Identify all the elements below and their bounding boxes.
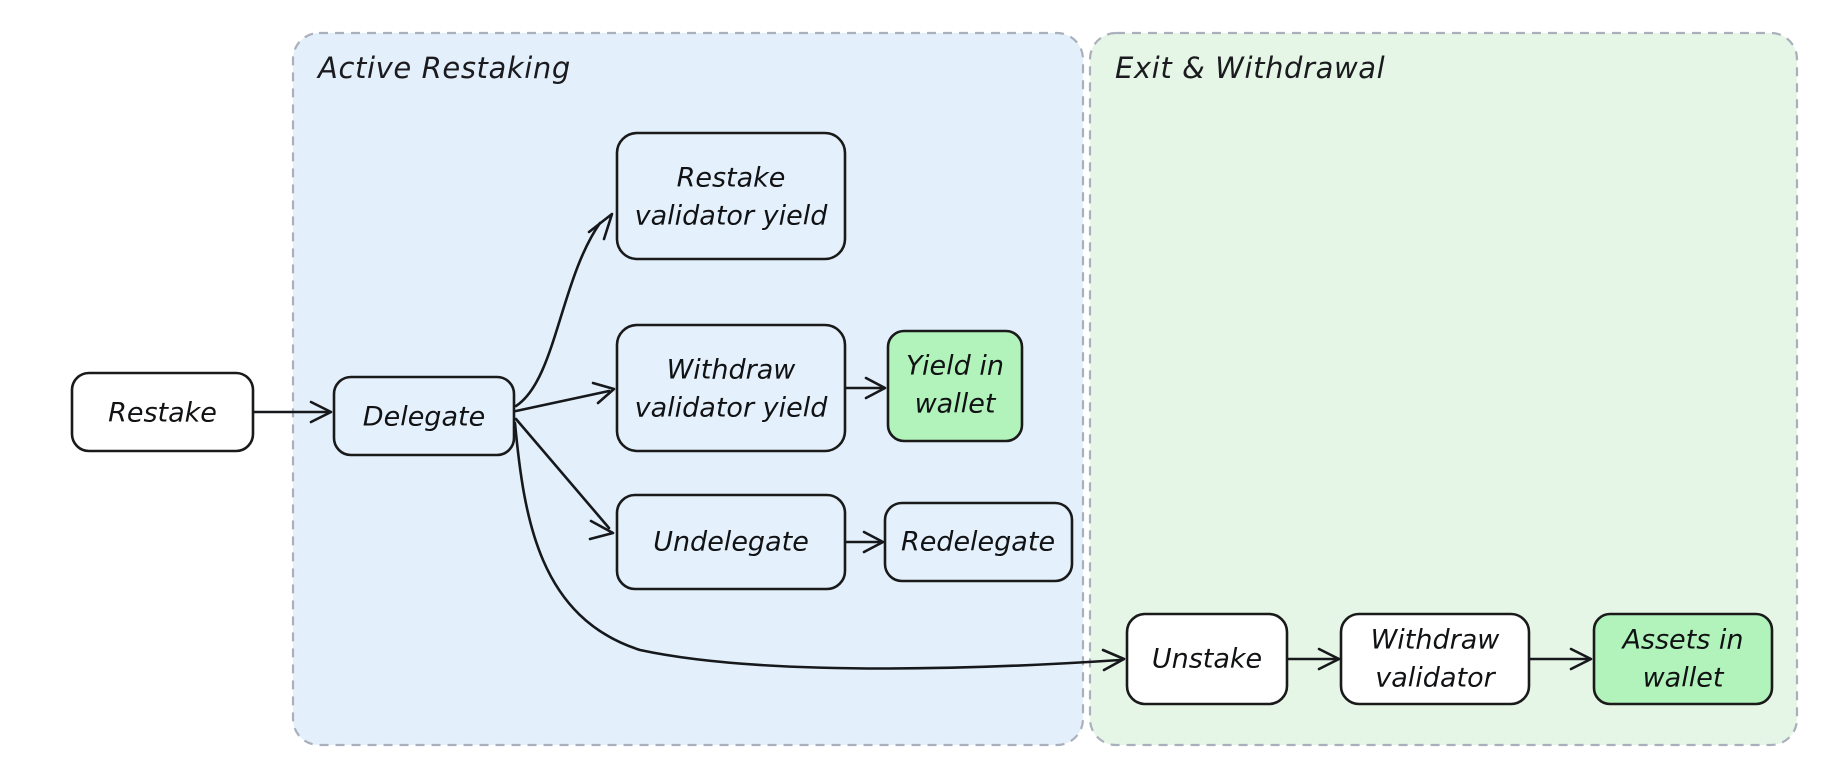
node-yield-in-wallet-label-line1: Yield in bbox=[906, 351, 1004, 382]
node-redelegate-rect[interactable] bbox=[883, 501, 1074, 583]
edge-delegate-to-undelegate-arrowhead bbox=[588, 519, 615, 541]
edge-restake-to-delegate-arrowhead bbox=[309, 400, 333, 424]
node-delegate-rect[interactable] bbox=[332, 375, 516, 457]
edge-withdraw-yield-to-yield-wallet bbox=[843, 376, 887, 400]
node-restake-rect[interactable] bbox=[70, 371, 255, 453]
node-undelegate[interactable]: Undelegate bbox=[615, 493, 847, 591]
node-restake-validator-yield-rect[interactable] bbox=[615, 131, 847, 261]
edge-delegate-to-undelegate-path bbox=[514, 417, 611, 530]
node-assets-in-wallet-label-line1: Assets in bbox=[1620, 625, 1743, 656]
node-withdraw-validator-label-line2: validator bbox=[1375, 663, 1496, 694]
edge-delegate-to-restake-yield-arrowhead bbox=[587, 212, 614, 241]
node-redelegate[interactable]: Redelegate bbox=[883, 501, 1074, 583]
edge-delegate-to-restake-yield bbox=[514, 212, 614, 408]
edge-layer bbox=[251, 212, 1593, 672]
node-withdraw-validator[interactable]: Withdraw validator bbox=[1339, 612, 1531, 706]
node-unstake[interactable]: Unstake bbox=[1125, 612, 1289, 706]
node-withdraw-validator-yield-label-line1: Withdraw bbox=[667, 355, 797, 386]
cluster-exit-withdrawal: Exit & Withdrawal bbox=[1088, 31, 1799, 747]
cluster-active-restaking-label: Active Restaking bbox=[316, 51, 571, 85]
edge-delegate-to-undelegate bbox=[514, 417, 615, 541]
node-restake-validator-yield-label-line1: Restake bbox=[677, 163, 786, 194]
node-undelegate-rect[interactable] bbox=[615, 493, 847, 591]
node-unstake-label: Unstake bbox=[1152, 644, 1262, 675]
node-yield-in-wallet-rect[interactable] bbox=[886, 329, 1024, 443]
node-withdraw-validator-yield[interactable]: Withdraw validator yield bbox=[615, 323, 847, 453]
node-delegate-label: Delegate bbox=[363, 402, 485, 433]
node-yield-in-wallet-label-line2: wallet bbox=[915, 389, 997, 420]
node-withdraw-validator-yield-label-line2: validator yield bbox=[635, 393, 829, 424]
edge-restake-to-delegate bbox=[251, 400, 333, 424]
node-unstake-rect[interactable] bbox=[1125, 612, 1289, 706]
node-withdraw-validator-rect[interactable] bbox=[1339, 612, 1531, 706]
cluster-exit-withdrawal-rect bbox=[1088, 31, 1799, 747]
node-yield-in-wallet[interactable]: Yield in wallet bbox=[886, 329, 1024, 443]
node-restake-validator-yield[interactable]: Restake validator yield bbox=[615, 131, 847, 261]
edge-unstake-to-withdraw-validator bbox=[1285, 647, 1341, 671]
edge-withdraw-validator-to-assets-arrowhead bbox=[1569, 647, 1593, 671]
edge-undelegate-to-redelegate-arrowhead bbox=[862, 530, 885, 554]
edge-withdraw-yield-to-yield-wallet-arrowhead bbox=[864, 376, 887, 400]
edge-delegate-to-withdraw-yield-arrowhead bbox=[591, 381, 616, 405]
node-assets-in-wallet[interactable]: Assets in wallet bbox=[1592, 612, 1774, 706]
node-assets-in-wallet-label-line2: wallet bbox=[1643, 663, 1725, 694]
edge-delegate-to-restake-yield-path bbox=[514, 221, 602, 408]
node-restake[interactable]: Restake bbox=[70, 371, 255, 453]
edge-delegate-to-withdraw-yield bbox=[514, 381, 616, 413]
edge-delegate-to-withdraw-yield-path bbox=[514, 389, 611, 413]
edge-unstake-to-withdraw-validator-arrowhead bbox=[1317, 647, 1341, 671]
edge-undelegate-to-redelegate bbox=[843, 530, 885, 554]
edge-delegate-to-unstake-arrowhead bbox=[1101, 648, 1126, 672]
node-withdraw-validator-yield-rect[interactable] bbox=[615, 323, 847, 453]
node-delegate[interactable]: Delegate bbox=[332, 375, 516, 457]
node-redelegate-label: Redelegate bbox=[901, 527, 1055, 558]
edge-delegate-to-unstake-path bbox=[513, 421, 1122, 670]
node-assets-in-wallet-rect[interactable] bbox=[1592, 612, 1774, 706]
node-undelegate-label: Undelegate bbox=[653, 527, 809, 558]
edge-withdraw-validator-to-assets bbox=[1527, 647, 1593, 671]
cluster-exit-withdrawal-label: Exit & Withdrawal bbox=[1115, 51, 1385, 85]
edge-delegate-to-unstake bbox=[513, 421, 1126, 672]
node-withdraw-validator-label-line1: Withdraw bbox=[1371, 625, 1501, 656]
node-layer: Restake Delegate Restake validator yield… bbox=[70, 131, 1774, 706]
node-restake-label: Restake bbox=[108, 398, 217, 429]
node-restake-validator-yield-label-line2: validator yield bbox=[635, 201, 829, 232]
